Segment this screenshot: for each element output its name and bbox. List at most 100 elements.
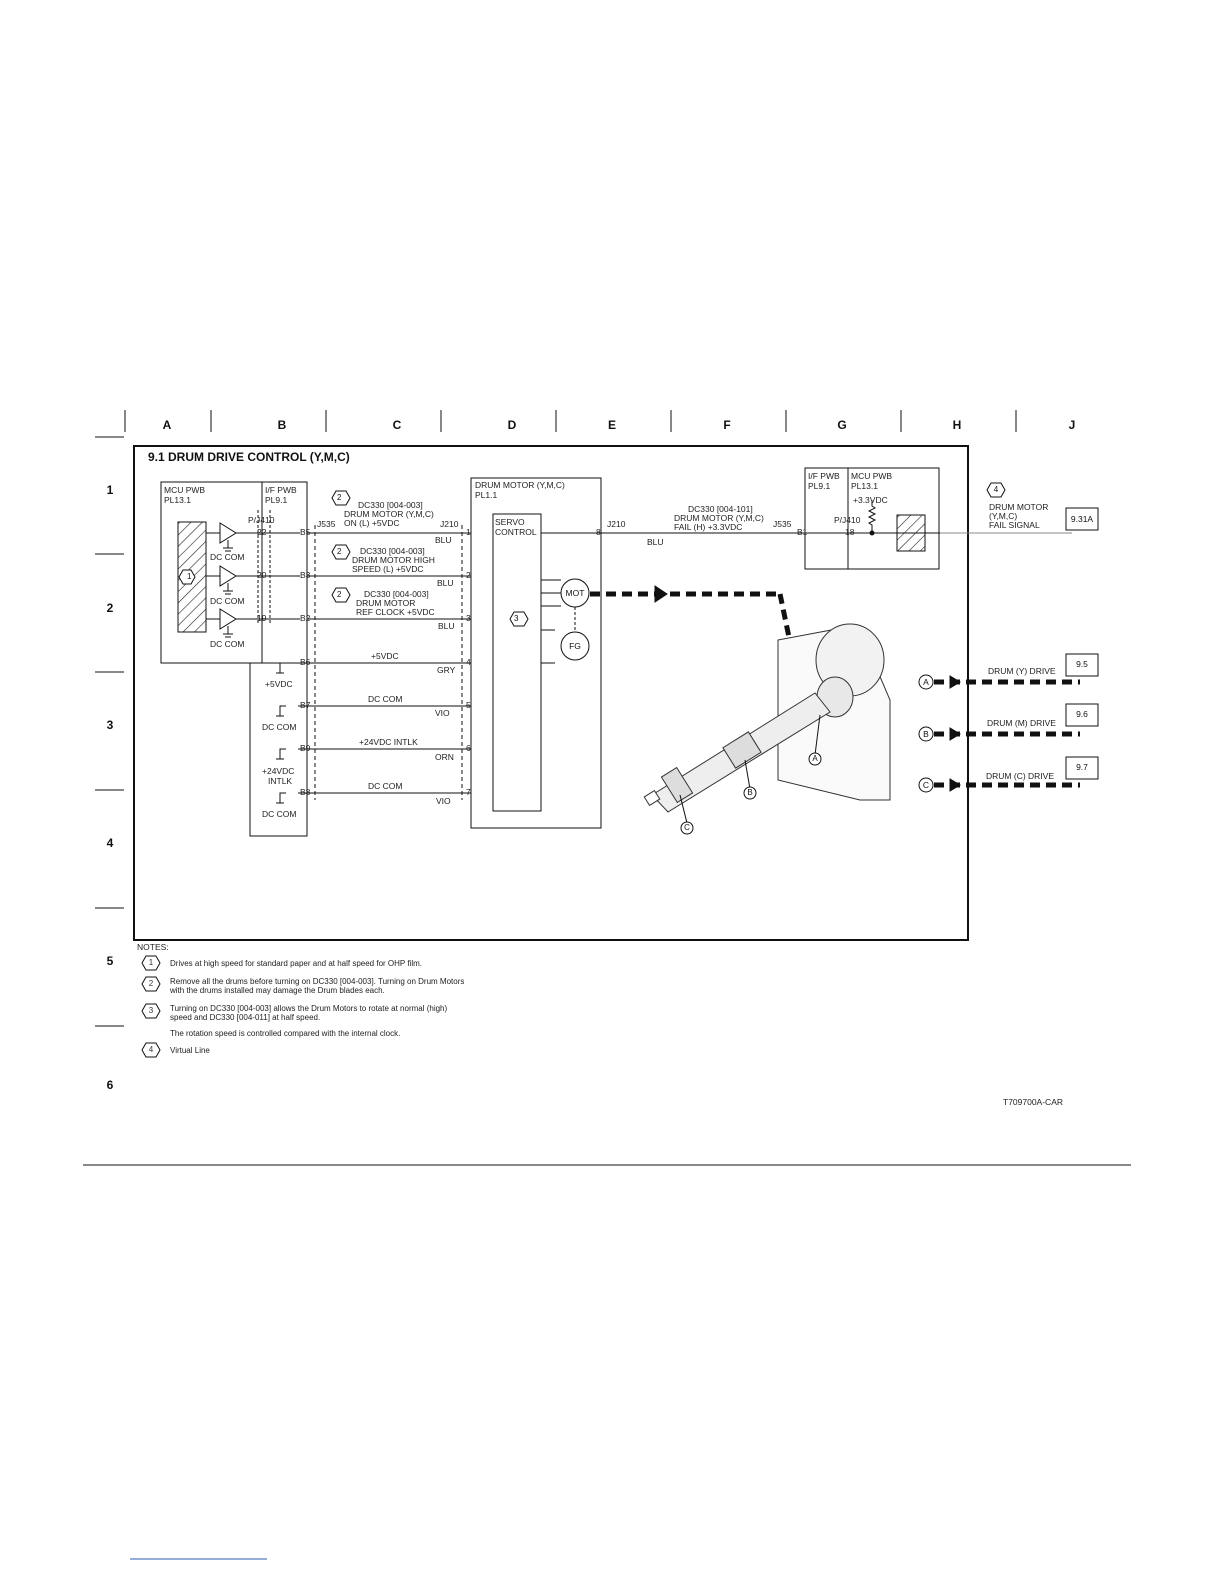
ref-97[interactable]: 9.7 bbox=[1076, 762, 1088, 772]
fail-signal-line2: (Y,M,C) bbox=[989, 511, 1018, 521]
row-label-6: 6 bbox=[106, 1078, 114, 1092]
callout-3-label: 3 bbox=[514, 614, 519, 623]
pin-b6: B6 bbox=[300, 657, 311, 667]
row-label-4: 4 bbox=[106, 836, 114, 850]
bus-dccom-2: DC COM bbox=[262, 809, 297, 819]
col-label-e: E bbox=[607, 418, 616, 432]
col-label-h: H bbox=[952, 418, 962, 432]
col-label-a: A bbox=[162, 418, 172, 432]
callout-2a-label: 2 bbox=[337, 493, 342, 502]
dc-com-2: DC COM bbox=[210, 596, 245, 606]
fail-line3: FAIL (H) +3.3VDC bbox=[674, 522, 743, 532]
wire6-label: +24VDC INTLK bbox=[359, 737, 418, 747]
callout-2b-label: 2 bbox=[337, 547, 342, 556]
pin-19: 19 bbox=[257, 613, 267, 623]
wire1-line1: DC330 [004-003] bbox=[358, 500, 423, 510]
wire4-label: +5VDC bbox=[371, 651, 399, 661]
ref-96[interactable]: 9.6 bbox=[1076, 709, 1088, 719]
pin-b3: B3 bbox=[300, 570, 311, 580]
if-pwb-label: I/F PWB bbox=[265, 485, 297, 495]
right-if-pwb-label: I/F PWB bbox=[808, 471, 840, 481]
rpin-3: 3 bbox=[466, 613, 471, 623]
note-1-text: Drives at high speed for standard paper … bbox=[170, 959, 422, 968]
wire1-color: BLU bbox=[435, 535, 452, 545]
wire4-color: GRY bbox=[437, 665, 456, 675]
rpin-5: 5 bbox=[466, 700, 471, 710]
ref-931a[interactable]: 9.31A bbox=[1070, 514, 1094, 524]
fail-signal-line3: FAIL SIGNAL bbox=[989, 520, 1040, 530]
wire2-line2: DRUM MOTOR HIGH bbox=[352, 555, 435, 565]
diagram-title: 9.1 DRUM DRIVE CONTROL (Y,M,C) bbox=[148, 450, 350, 464]
note-3-num: 3 bbox=[148, 1006, 154, 1015]
connector-pj410: P/J410 bbox=[248, 515, 275, 525]
drive-c-letter: C bbox=[922, 780, 930, 790]
connector-j535: J535 bbox=[317, 519, 336, 529]
wire6-color: ORN bbox=[435, 752, 454, 762]
drive-a-letter: A bbox=[923, 677, 929, 687]
wire3-line2: DRUM MOTOR bbox=[356, 598, 416, 608]
pin-b2: B2 bbox=[300, 613, 311, 623]
wire2-color: BLU bbox=[437, 578, 454, 588]
if-pwb-pl: PL9.1 bbox=[265, 495, 288, 505]
rpin-4: 4 bbox=[466, 657, 471, 667]
note-rotation-text: The rotation speed is controlled compare… bbox=[170, 1029, 401, 1038]
col-label-c: C bbox=[392, 418, 402, 432]
note-3-text: Turning on DC330 [004-003] allows the Dr… bbox=[170, 1004, 448, 1022]
mcu-pwb-pl: PL13.1 bbox=[164, 495, 191, 505]
callout-4-label: 4 bbox=[993, 485, 999, 494]
pin-b7: B7 bbox=[300, 700, 311, 710]
ref-95[interactable]: 9.5 bbox=[1076, 659, 1088, 669]
drive-c-label: DRUM (C) DRIVE bbox=[986, 771, 1054, 781]
col-label-j: J bbox=[1068, 418, 1076, 432]
note-2-text: Remove all the drums before turning on D… bbox=[170, 977, 465, 995]
connector-j535-right: J535 bbox=[773, 519, 792, 529]
wire2-line1: DC330 [004-003] bbox=[360, 546, 425, 556]
note-1-num: 1 bbox=[148, 958, 154, 967]
note-2-num: 2 bbox=[148, 979, 154, 988]
note-4-num: 4 bbox=[148, 1045, 154, 1054]
wire1-line2: DRUM MOTOR (Y,M,C) bbox=[344, 509, 434, 519]
figure-id: T709700A-CAR bbox=[1003, 1097, 1064, 1107]
bus-24vdc: +24VDC bbox=[262, 766, 295, 776]
col-label-f: F bbox=[723, 418, 731, 432]
pin-b9: B9 bbox=[300, 743, 311, 753]
right-if-pwb-pl: PL9.1 bbox=[808, 481, 831, 491]
bus-5vdc: +5VDC bbox=[265, 679, 293, 689]
pin-b5: B5 bbox=[300, 527, 311, 537]
wire7-label: DC COM bbox=[368, 781, 403, 791]
mcu-pwb-label: MCU PWB bbox=[164, 485, 206, 495]
fail-signal-line1: DRUM MOTOR bbox=[989, 502, 1049, 512]
pin-b8: B8 bbox=[300, 787, 311, 797]
col-label-d: D bbox=[507, 418, 517, 432]
wire3-line1: DC330 [004-003] bbox=[364, 589, 429, 599]
notes-header: NOTES: bbox=[137, 942, 169, 952]
right-pj410: P/J410 bbox=[834, 515, 861, 525]
right-vdc: +3.3VDC bbox=[853, 495, 888, 505]
row-label-5: 5 bbox=[106, 954, 114, 968]
part-a-letter: A bbox=[812, 754, 818, 763]
fail-color: BLU bbox=[647, 537, 664, 547]
bus-intlk: INTLK bbox=[268, 776, 293, 786]
callout-2c-label: 2 bbox=[337, 590, 342, 599]
row-label-1: 1 bbox=[106, 483, 114, 497]
rpin-6: 6 bbox=[466, 743, 471, 753]
wire5-label: DC COM bbox=[368, 694, 403, 704]
drum-motor-pl: PL1.1 bbox=[475, 490, 498, 500]
col-label-b: B bbox=[277, 418, 287, 432]
callout-1-label: 1 bbox=[187, 572, 192, 581]
fail-line2: DRUM MOTOR (Y,M,C) bbox=[674, 513, 764, 523]
dc-com-1: DC COM bbox=[210, 552, 245, 562]
drum-motor-label: DRUM MOTOR (Y,M,C) bbox=[475, 480, 565, 490]
wire5-color: VIO bbox=[435, 708, 450, 718]
drive-b-letter: B bbox=[923, 729, 929, 739]
connector-j210: J210 bbox=[440, 519, 459, 529]
rpin-1: 1 bbox=[466, 527, 471, 537]
row-label-2: 2 bbox=[106, 601, 114, 615]
wire2-line3: SPEED (L) +5VDC bbox=[352, 564, 424, 574]
wire1-line3: ON (L) +5VDC bbox=[344, 518, 400, 528]
row-label-3: 3 bbox=[106, 718, 114, 732]
part-b-letter: B bbox=[747, 788, 753, 797]
right-mcu-pwb-label: MCU PWB bbox=[851, 471, 893, 481]
bus-dccom-1: DC COM bbox=[262, 722, 297, 732]
